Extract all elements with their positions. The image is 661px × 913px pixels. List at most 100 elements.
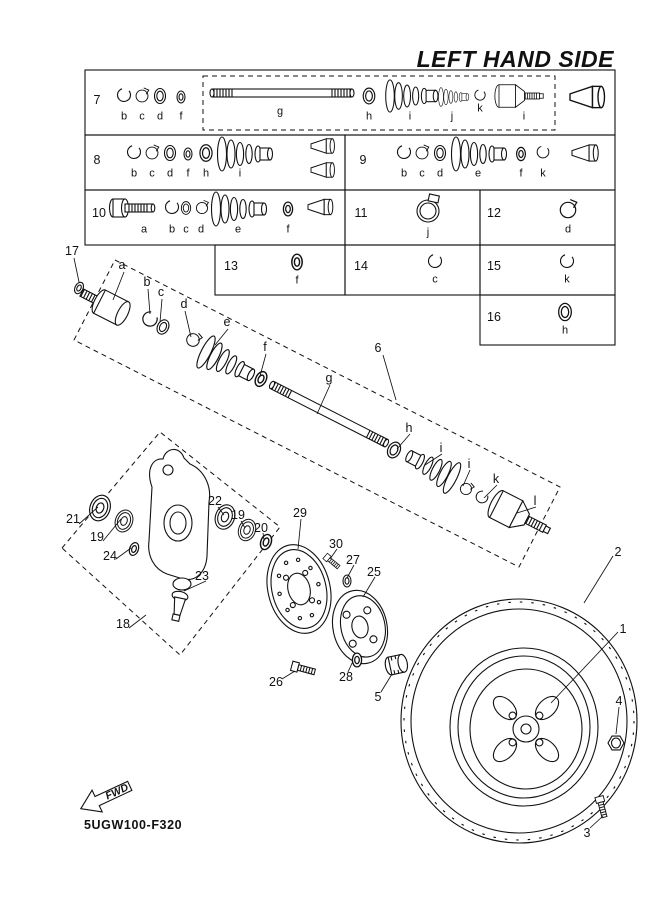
part-letter: b	[130, 167, 138, 180]
cell-number-11: 11	[354, 205, 368, 220]
callout-19: 19	[90, 529, 104, 544]
part-letter: a	[140, 223, 148, 236]
leader-lines	[73, 257, 620, 829]
washer-20	[257, 532, 275, 552]
wheel-assembly	[400, 598, 638, 844]
cell-number-8: 8	[93, 152, 101, 167]
callout-21: 21	[66, 511, 80, 526]
part-letter: d	[166, 167, 174, 180]
part-letter: h	[561, 324, 569, 337]
fwd-arrow	[79, 780, 133, 813]
part-letter: d	[436, 167, 444, 180]
cell-number-16: 16	[487, 309, 501, 324]
callout-2: 2	[614, 544, 622, 559]
callout-d: d	[180, 296, 188, 311]
cell-number-15: 15	[487, 258, 501, 273]
exploded-axle-assembly	[72, 259, 561, 568]
washer-27	[342, 574, 352, 588]
callout-19b: 19	[231, 507, 245, 522]
part-letter: k	[564, 273, 570, 286]
brake-disc-29	[266, 544, 332, 634]
callout-i2: i	[467, 456, 471, 471]
washer-28	[351, 652, 363, 668]
callout-e: e	[223, 314, 231, 329]
callout-3: 3	[583, 825, 591, 840]
part-letter: d	[156, 110, 164, 123]
part-letter: i	[522, 110, 526, 123]
part-letter: c	[139, 110, 145, 123]
callout-g: g	[325, 370, 333, 385]
page-title: LEFT HAND SIDE	[416, 46, 614, 72]
axle-shaft-g	[268, 380, 390, 448]
callout-5: 5	[374, 689, 382, 704]
part-letter: g	[276, 105, 284, 118]
callout-c: c	[157, 284, 165, 299]
part-letter: f	[519, 167, 523, 180]
callout-f: f	[263, 339, 267, 354]
callout-24: 24	[103, 548, 117, 563]
stub-shaft-part	[108, 198, 156, 218]
part-letter: c	[432, 273, 438, 286]
callout-i: i	[439, 440, 443, 455]
callout-k: k	[492, 471, 500, 486]
callout-h: h	[405, 420, 413, 435]
castle-nut-5	[383, 653, 410, 677]
tire-and-rim	[400, 598, 638, 844]
part-letter: h	[365, 110, 373, 123]
callout-25: 25	[367, 564, 381, 579]
callout-29: 29	[293, 505, 307, 520]
callout-17: 17	[65, 243, 79, 258]
bolt-26	[289, 660, 317, 678]
parts-table-grid	[84, 69, 616, 346]
knuckle-assembly	[61, 431, 281, 656]
part-letter: e	[234, 223, 242, 236]
wheel-hub-25	[331, 589, 389, 665]
cell-number-13: 13	[224, 258, 238, 273]
part-letter: k	[540, 167, 546, 180]
cell-number-9: 9	[359, 152, 367, 167]
part-letter: i	[238, 167, 242, 180]
part-letter: e	[474, 167, 482, 180]
part-letter: d	[564, 223, 572, 236]
callout-20: 20	[254, 520, 268, 535]
part-letter: d	[197, 223, 205, 236]
callout-6: 6	[374, 340, 382, 355]
callout-a: a	[118, 257, 126, 272]
bearing-19	[111, 507, 137, 535]
callout-18: 18	[116, 616, 130, 631]
callout-l: l	[533, 493, 537, 508]
brake-hub-assembly	[266, 544, 410, 678]
cell-number-7: 7	[93, 92, 101, 107]
callout-27: 27	[346, 552, 360, 567]
steering-knuckle	[148, 448, 211, 591]
part-letter: b	[168, 223, 176, 236]
table-parts	[108, 79, 606, 322]
part-letter: k	[477, 102, 483, 115]
callout-28: 28	[339, 669, 353, 684]
part-letter: f	[186, 167, 190, 180]
ball-joint-23	[171, 590, 189, 622]
seal-21	[85, 491, 115, 525]
part-letter: f	[179, 110, 183, 123]
callout-4: 4	[615, 693, 623, 708]
flange-nut-4	[607, 735, 625, 751]
cell-number-14: 14	[354, 258, 368, 273]
part-letter: c	[149, 167, 155, 180]
callout-b: b	[143, 274, 151, 289]
axle-shaft-part	[209, 88, 355, 98]
callout-23: 23	[195, 568, 209, 583]
part-letter: i	[408, 110, 412, 123]
part-letter: j	[426, 226, 430, 239]
callout-1: 1	[619, 621, 627, 636]
inner-cv-joint-a	[79, 287, 134, 328]
part-letter: f	[295, 274, 299, 287]
cell-number-12: 12	[487, 205, 501, 220]
part-letter: b	[400, 167, 408, 180]
part-letter: c	[419, 167, 425, 180]
part-letter: h	[202, 167, 210, 180]
callout-30: 30	[329, 536, 343, 551]
callout-22: 22	[208, 493, 222, 508]
inner-boot-e	[193, 333, 262, 393]
part-letter: j	[450, 110, 454, 123]
